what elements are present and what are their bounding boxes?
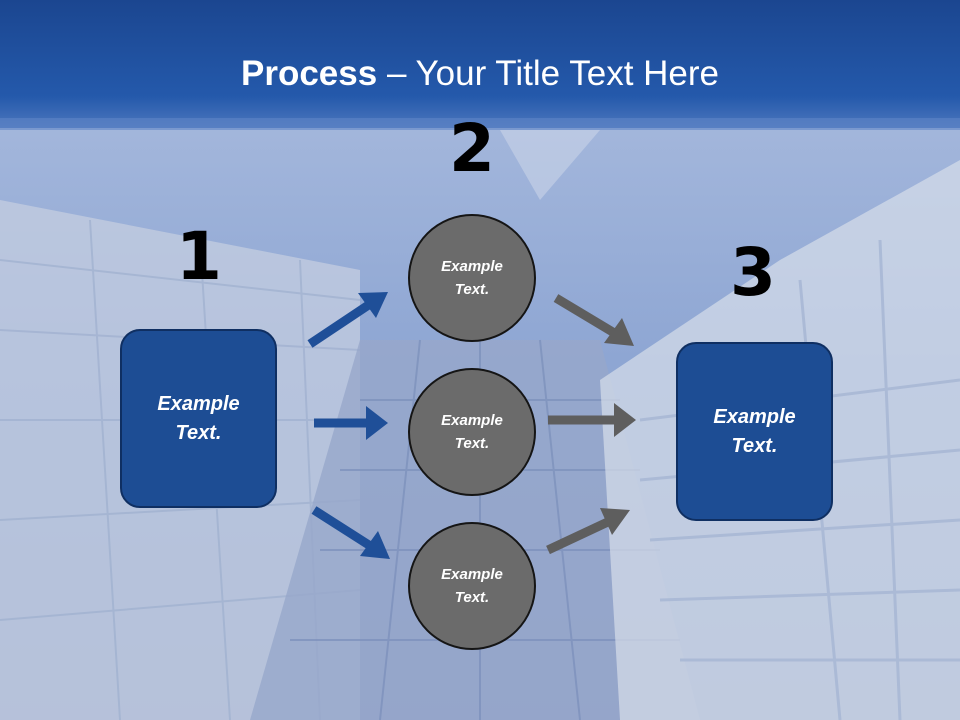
gray-arrow-right xyxy=(548,403,636,437)
step-number-2: 2 xyxy=(449,110,495,187)
slide-title: Process – Your Title Text Here xyxy=(0,52,960,96)
title-bold: Process xyxy=(241,54,378,93)
blue-arrow-down xyxy=(311,506,390,559)
gray-arrow-down xyxy=(553,294,634,346)
circle-label-1: Example Text. xyxy=(441,258,503,298)
right-box-label: Example Text. xyxy=(713,405,796,457)
blue-arrow-up xyxy=(307,292,388,348)
title-rest: – Your Title Text Here xyxy=(377,54,719,93)
circle-label-3: Example Text. xyxy=(441,566,503,606)
right-process-box: Example Text. xyxy=(676,342,833,521)
gray-arrow-up xyxy=(546,508,630,555)
circle-node-2: Example Text. xyxy=(408,368,536,496)
blue-arrow-right xyxy=(314,406,388,440)
left-box-label: Example Text. xyxy=(157,392,240,444)
circle-node-1: Example Text. xyxy=(408,214,536,342)
step-number-3: 3 xyxy=(730,234,776,311)
left-process-box: Example Text. xyxy=(120,329,277,508)
circle-label-2: Example Text. xyxy=(441,412,503,452)
circle-node-3: Example Text. xyxy=(408,522,536,650)
step-number-1: 1 xyxy=(176,218,222,295)
